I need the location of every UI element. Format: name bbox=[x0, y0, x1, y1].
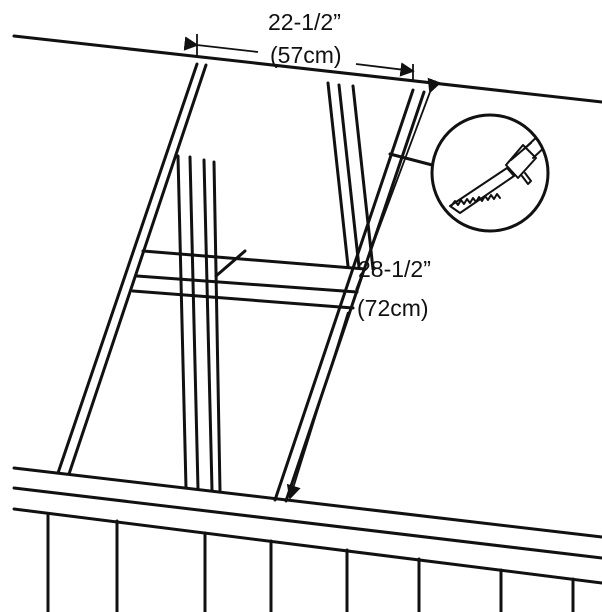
back-post-right-1 bbox=[326, 81, 350, 268]
length-dim-line-top bbox=[355, 77, 442, 291]
left-rafter-inner bbox=[67, 63, 208, 476]
detail-circle bbox=[430, 113, 550, 233]
back-post-left-3 bbox=[202, 158, 214, 492]
length-imperial-label: 28-1/2” bbox=[358, 256, 431, 282]
center-brace bbox=[214, 249, 247, 278]
line-art bbox=[12, 34, 602, 612]
width-metric-label: (57cm) bbox=[270, 42, 342, 68]
width-dim-line-left bbox=[183, 36, 259, 53]
detail-tool-tip bbox=[521, 172, 532, 185]
crossbar-mid-bottom bbox=[131, 289, 355, 310]
back-post-right-2 bbox=[337, 83, 361, 269]
lower-beam-bottom bbox=[12, 507, 602, 585]
length-metric-label: (72cm) bbox=[357, 295, 429, 321]
width-imperial-label: 22-1/2” bbox=[268, 9, 341, 35]
detail-blade-teeth bbox=[451, 193, 501, 206]
lower-beam-top bbox=[12, 466, 602, 539]
left-rafter-outer bbox=[56, 62, 199, 475]
back-post-left-1 bbox=[176, 154, 188, 490]
width-dimension bbox=[183, 34, 415, 80]
right-rafter-inner bbox=[284, 90, 426, 503]
back-post-left-2 bbox=[188, 155, 200, 491]
width-dim-line-right bbox=[355, 62, 415, 77]
detail-leader-line bbox=[388, 152, 438, 168]
crossbar-upper bbox=[141, 249, 367, 271]
length-dimension bbox=[286, 77, 442, 500]
right-rafter-outer bbox=[273, 88, 415, 502]
back-post-right-3 bbox=[351, 84, 375, 271]
detail-blade-outline bbox=[449, 167, 515, 214]
saw-cutting-detail-icon bbox=[388, 113, 550, 233]
lower-beam-middle bbox=[12, 486, 602, 560]
length-dim-line-bottom bbox=[286, 311, 349, 500]
top-rafter-line bbox=[12, 34, 602, 104]
crossbar-mid-top bbox=[135, 274, 359, 294]
back-post-left-4 bbox=[212, 160, 222, 493]
detail-tool-body bbox=[505, 144, 537, 179]
